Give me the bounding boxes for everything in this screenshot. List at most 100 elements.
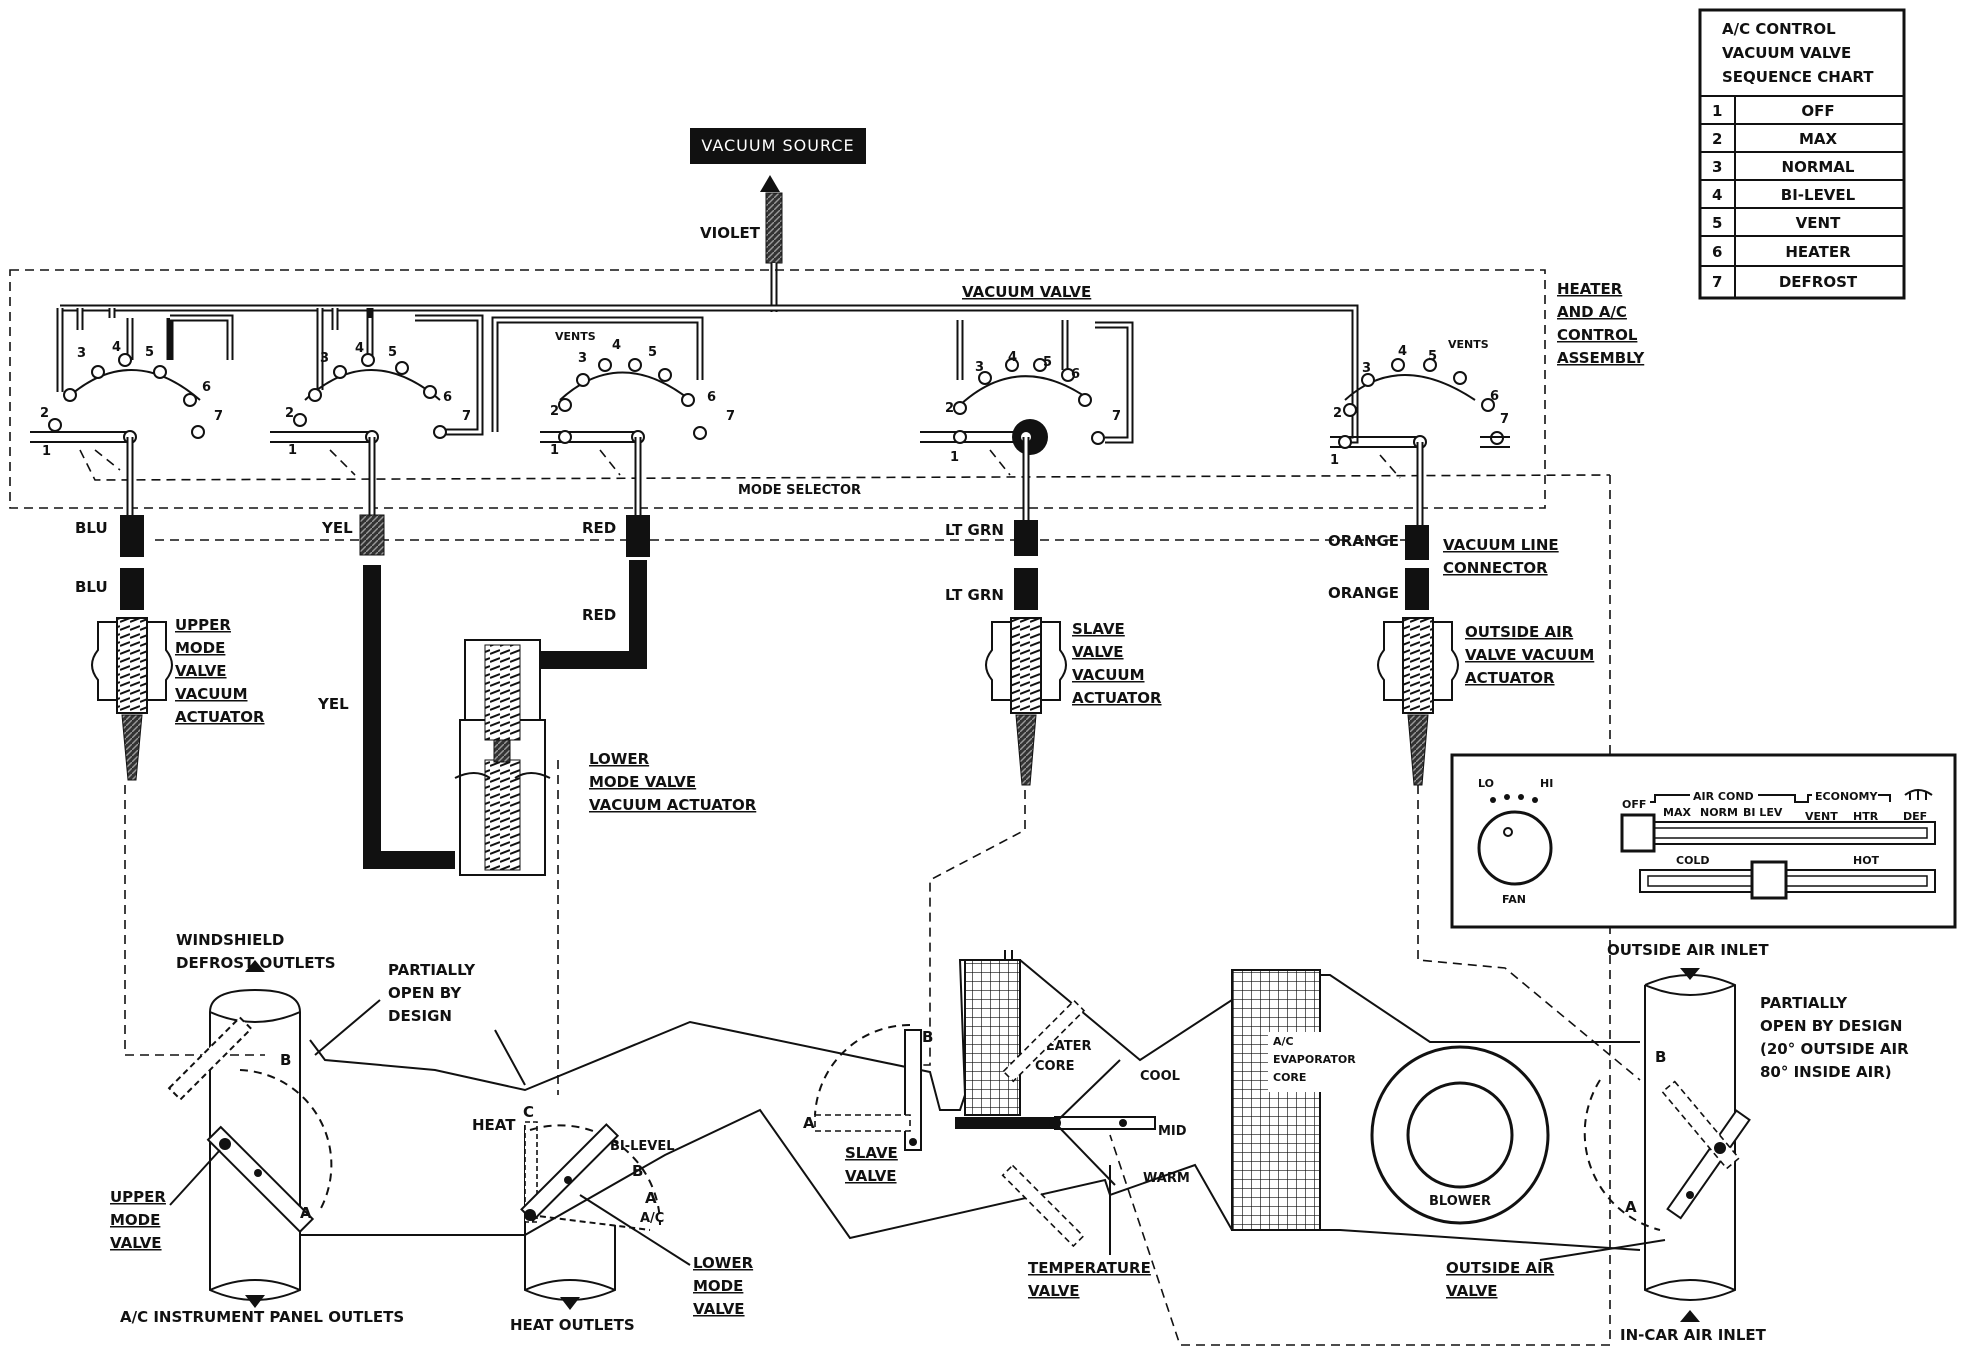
svg-text:5: 5	[388, 345, 397, 360]
row-6-num: 6	[1712, 243, 1722, 261]
slave-valve-actuator: SLAVE VALVE VACUUM ACTUATOR	[985, 617, 1162, 786]
evaporator-1: A/C	[1273, 1035, 1294, 1048]
svg-text:3: 3	[77, 346, 86, 361]
orange-bot-label: ORANGE	[1328, 584, 1399, 602]
upper-mode-valve-2: MODE	[110, 1211, 160, 1229]
cold-label: COLD	[1676, 854, 1710, 867]
windshield-line-2: DEFROST OUTLETS	[176, 954, 336, 972]
lower-mode-valve-actuator: LOWER MODE VALVE VACUUM ACTUATOR	[454, 639, 757, 876]
upper-valve-a: A	[300, 1204, 312, 1222]
htr-label: HTR	[1853, 810, 1879, 823]
sequence-chart: A/C CONTROL VACUUM VALVE SEQUENCE CHART …	[1698, 8, 1906, 300]
violet-label: VIOLET	[700, 224, 761, 242]
slave-valve-b: B	[922, 1028, 933, 1046]
windshield-line-1: WINDSHIELD	[176, 931, 284, 949]
svg-text:1: 1	[550, 443, 559, 458]
row-1-label: OFF	[1801, 102, 1834, 120]
svg-text:1: 1	[950, 450, 959, 465]
red-top-label: RED	[582, 519, 616, 537]
chart-title-1: A/C CONTROL	[1722, 20, 1836, 38]
lower-valve-a: A	[645, 1189, 657, 1207]
ac-outlet-arrow-icon	[245, 1295, 265, 1308]
svg-text:2: 2	[945, 401, 954, 416]
hose-blu: BLU BLU	[75, 515, 144, 610]
upper-mode-valve-actuator: UPPER MODE VALVE VACUUM ACTUATOR	[91, 616, 265, 781]
slave-actuator-line-2: VALVE	[1072, 643, 1124, 661]
warm-label: WARM	[1143, 1171, 1190, 1186]
partially-right-3: (20° OUTSIDE AIR	[1760, 1040, 1909, 1058]
svg-text:2: 2	[550, 404, 559, 419]
svg-text:6: 6	[707, 390, 716, 405]
economy-label: ECONOMY	[1815, 790, 1878, 803]
upper-actuator-line-2: MODE	[175, 639, 225, 657]
hot-label: HOT	[1853, 854, 1880, 867]
hose-red: RED RED	[540, 515, 650, 669]
svg-text:1: 1	[1330, 453, 1339, 468]
outside-actuator-line-1: OUTSIDE AIR	[1465, 623, 1574, 641]
upper-valve-b: B	[280, 1051, 291, 1069]
evaporator-3: CORE	[1273, 1071, 1306, 1084]
lower-actuator-line-3: VACUUM ACTUATOR	[589, 796, 757, 814]
heater-core-2: CORE	[1035, 1059, 1074, 1074]
defrost-icon	[1904, 789, 1933, 800]
outside-actuator-line-2: VALVE VACUUM	[1465, 646, 1594, 664]
svg-text:5: 5	[145, 345, 154, 360]
max-label: MAX	[1663, 806, 1691, 819]
svg-text:7: 7	[214, 409, 223, 424]
fan-lo-label: LO	[1478, 777, 1494, 790]
lower-mode-valve-1: LOWER	[693, 1254, 754, 1272]
heat-label: HEAT	[472, 1116, 516, 1134]
row-2-num: 2	[1712, 130, 1722, 148]
row-6-label: HEATER	[1785, 243, 1851, 261]
lower-valve-c: C	[523, 1103, 534, 1121]
heater-ac-control-assembly: VACUUM VALVE HEATER AND A/C CONTROL ASSE…	[9, 269, 1645, 525]
svg-text:2: 2	[1333, 406, 1342, 421]
assembly-line-3: CONTROL	[1557, 326, 1638, 344]
mode-selector-label: MODE SELECTOR	[738, 483, 861, 498]
norm-label: NORM	[1700, 806, 1738, 819]
in-car-inlet-label: IN-CAR AIR INLET	[1620, 1326, 1767, 1344]
chart-title-2: VACUUM VALVE	[1722, 44, 1851, 62]
upper-mode-valve-1: UPPER	[110, 1188, 166, 1206]
slave-actuator-line-4: ACTUATOR	[1072, 689, 1162, 707]
svg-text:3: 3	[578, 351, 587, 366]
mid-label: MID	[1158, 1124, 1187, 1139]
outside-actuator-line-3: ACTUATOR	[1465, 669, 1555, 687]
row-3-num: 3	[1712, 158, 1722, 176]
vacuum-source-label: VACUUM SOURCE	[701, 136, 854, 155]
svg-text:2: 2	[40, 406, 49, 421]
lower-actuator-line-2: MODE VALVE	[589, 773, 696, 791]
svg-text:1: 1	[288, 443, 297, 458]
assembly-line-2: AND A/C	[1557, 303, 1627, 321]
connector-line-2: CONNECTOR	[1443, 559, 1548, 577]
temperature-lever[interactable]	[1750, 860, 1788, 900]
svg-text:4: 4	[1398, 344, 1407, 359]
svg-text:5: 5	[1428, 349, 1437, 364]
mode-lever[interactable]	[1620, 813, 1656, 853]
slave-valve-1: SLAVE	[845, 1144, 898, 1162]
svg-text:7: 7	[1112, 409, 1121, 424]
orange-top-label: ORANGE	[1328, 532, 1399, 550]
def-label: DEF	[1903, 810, 1927, 823]
temperature-valve-2: VALVE	[1028, 1282, 1080, 1300]
temperature-valve-1: TEMPERATURE	[1028, 1259, 1151, 1277]
upper-mode-valve-3: VALVE	[110, 1234, 162, 1252]
evaporator-core	[1231, 969, 1321, 1231]
outside-valve-b: B	[1655, 1048, 1666, 1066]
row-4-label: BI-LEVEL	[1781, 186, 1856, 204]
upper-actuator-line-1: UPPER	[175, 616, 231, 634]
assembly-line-4: ASSEMBLY	[1557, 349, 1645, 367]
svg-text:4: 4	[355, 341, 364, 356]
blu-top-label: BLU	[75, 519, 108, 537]
heater-core	[964, 959, 1021, 1116]
hvac-duct-system: WINDSHIELD DEFROST OUTLETS PARTIALLY OPE…	[110, 931, 1909, 1344]
fan-knob[interactable]	[1477, 810, 1553, 886]
outside-inlet-arrow-icon	[1680, 968, 1700, 980]
lower-valve-b: B	[632, 1162, 643, 1180]
svg-text:6: 6	[202, 380, 211, 395]
bi-level-label: BI-LEVEL	[610, 1139, 675, 1154]
control-panel: LO HI FAN OFF AIR COND ECONOMY MAX NORM …	[1450, 753, 1957, 929]
partially-right-4: 80° INSIDE AIR)	[1760, 1063, 1892, 1081]
row-5-label: VENT	[1796, 214, 1841, 232]
